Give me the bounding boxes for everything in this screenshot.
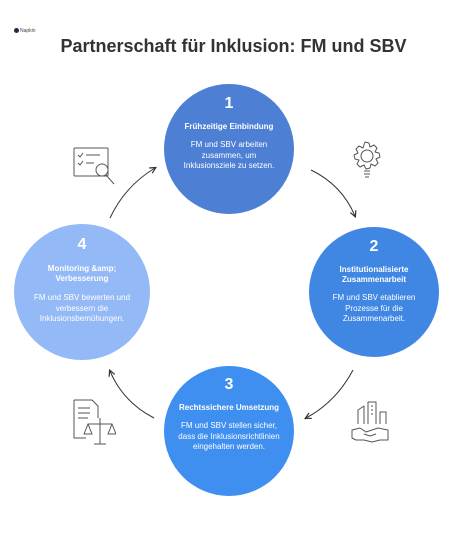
arrow-step2-to-step3 — [306, 369, 354, 418]
step-description: FM und SBV stellen sicher, dass die Inkl… — [178, 421, 280, 451]
step-4-circle: 4 Monitoring &amp; Verbesserung FM und S… — [14, 224, 150, 360]
step-number: 2 — [369, 238, 379, 255]
logo: Napkin — [14, 28, 36, 34]
page-title: Partnerschaft für Inklusion: FM und SBV — [60, 36, 407, 56]
step-description: FM und SBV etablieren Prozesse für die Z… — [332, 293, 416, 323]
checklist-magnifier-icon — [73, 147, 115, 185]
step-heading: Institutionalisierte Zusammenarbeit — [339, 265, 409, 284]
logo-text: Napkin — [20, 28, 36, 34]
step-number: 1 — [224, 95, 234, 112]
building-handshake-icon — [351, 401, 389, 443]
step-number: 4 — [77, 236, 87, 253]
step-3-circle: 3 Rechtssichere Umsetzung FM und SBV ste… — [164, 366, 294, 496]
step-description: FM und SBV bewerten und verbessern die I… — [33, 293, 131, 323]
arrow-step1-to-step2 — [310, 169, 355, 216]
arrow-step3-to-step4 — [110, 371, 155, 419]
step-2-circle: 2 Institutionalisierte Zusammenarbeit FM… — [309, 227, 439, 357]
step-description: FM und SBV arbeiten zusammen, um Inklusi… — [183, 140, 275, 170]
step-number: 3 — [224, 376, 234, 393]
step-heading: Rechtssichere Umsetzung — [178, 403, 280, 412]
step-1-circle: 1 Frühzeitige Einbindung FM und SBV arbe… — [164, 84, 294, 214]
logo-mark-icon — [14, 28, 19, 34]
step-heading: Frühzeitige Einbindung — [184, 122, 274, 131]
document-scales-icon — [73, 399, 116, 445]
step-heading: Monitoring &amp; Verbesserung — [47, 264, 117, 283]
lightbulb-gear-icon — [353, 141, 381, 178]
arrow-step4-to-step1 — [109, 168, 155, 219]
